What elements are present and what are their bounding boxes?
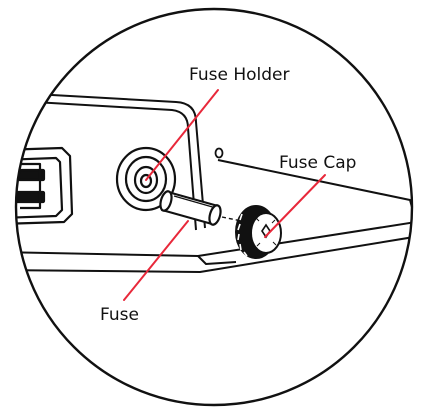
fuse-cap — [235, 205, 282, 259]
inlet-pin-top — [16, 168, 46, 182]
fuse — [159, 190, 222, 226]
panel-recess-edge — [16, 91, 206, 229]
fuse-cap-face-marks — [255, 217, 277, 247]
housing-foot — [197, 255, 237, 265]
fuse-holder-bore — [139, 173, 153, 189]
fuse-holder-inner-ring — [133, 165, 159, 195]
fuse-cap-leader — [264, 174, 326, 238]
fuse-holder — [115, 146, 177, 212]
fuse-highlight — [173, 195, 217, 209]
indicator-hole — [214, 147, 224, 159]
housing-lower-edge — [16, 221, 412, 257]
magnifier-circle — [14, 7, 414, 407]
housing-bottom-edge — [16, 235, 412, 273]
callout-leaders — [123, 89, 326, 301]
fuse-holder-mid-ring — [124, 155, 168, 203]
fuse-end-right — [208, 204, 222, 226]
housing-right-edge — [217, 159, 412, 223]
inlet-pin-bottom — [16, 190, 46, 204]
magnified-view — [16, 91, 412, 273]
fuse-holder-label: Fuse Holder — [189, 65, 290, 85]
fuse-cap-knurl-ridges — [237, 213, 248, 257]
rear-panel — [16, 91, 412, 273]
fuse-end-left — [159, 190, 173, 212]
power-inlet-inner — [16, 156, 64, 220]
fuse-holder-leader — [145, 89, 219, 181]
power-inlet — [16, 146, 74, 226]
fuse-label: Fuse — [100, 305, 139, 325]
fuse-holder-outer-ring — [115, 146, 177, 212]
power-inlet-outline — [16, 146, 74, 226]
fuse-cap-label: Fuse Cap — [279, 153, 356, 173]
inlet-pin-frame — [20, 162, 42, 210]
fuse-leader — [123, 220, 189, 301]
fuse-cap-face — [250, 212, 282, 254]
